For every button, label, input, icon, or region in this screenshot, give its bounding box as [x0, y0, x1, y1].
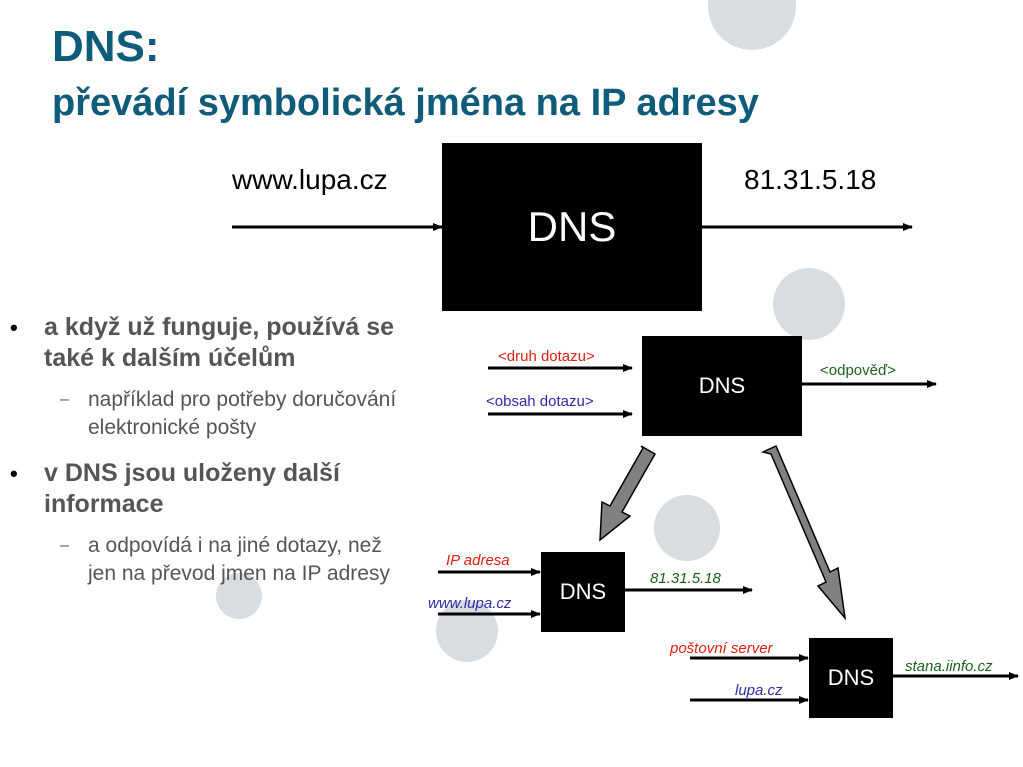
- bullet-text: a když už funguje, používá se také k dal…: [44, 313, 395, 372]
- generic-output-label: <odpověď>: [820, 362, 896, 379]
- sub-bullet-item: – a odpovídá i na jiné dotazy, než jen n…: [10, 532, 410, 588]
- sub-bullet-text: a odpovídá i na jiné dotazy, než jen na …: [88, 534, 390, 585]
- main-input-label: www.lupa.cz: [232, 164, 388, 195]
- generic-input2-label: <obsah dotazu>: [486, 393, 594, 410]
- page-title: DNS:: [52, 22, 160, 71]
- dash-icon: –: [60, 391, 69, 408]
- dns-box-main: DNS: [442, 143, 702, 311]
- sub-bullet-text: například pro potřeby doručování elektro…: [88, 388, 397, 439]
- decor-circle: [654, 495, 720, 561]
- sub-bullet-item: – například pro potřeby doručování elekt…: [10, 386, 410, 442]
- dns-box-generic-label: DNS: [698, 373, 746, 398]
- mail-input1-label: poštovní server: [670, 640, 773, 657]
- dash-icon: –: [60, 537, 69, 554]
- mail-input2-label: lupa.cz: [735, 682, 783, 699]
- main-output-label: 81.31.5.18: [744, 164, 877, 195]
- bullet-dot-icon: •: [10, 461, 18, 486]
- decor-circle: [773, 268, 845, 340]
- bullet-item: • v DNS jsou uloženy další informace: [10, 458, 410, 520]
- dns-box-ip: DNS: [541, 552, 625, 632]
- ip-input2-label: www.lupa.cz: [428, 595, 512, 612]
- bullet-list: • a když už funguje, používá se také k d…: [10, 312, 410, 588]
- dns-box-main-label: DNS: [527, 203, 617, 250]
- dns-box-mail-label: DNS: [827, 665, 875, 690]
- dns-box-ip-label: DNS: [559, 579, 607, 604]
- bullet-dot-icon: •: [10, 315, 18, 340]
- bullet-item: • a když už funguje, používá se také k d…: [10, 312, 410, 374]
- page-subtitle: převádí symbolická jména na IP adresy: [52, 82, 759, 124]
- ip-input1-label: IP adresa: [446, 552, 510, 569]
- decor-circle: [436, 600, 498, 662]
- decor-circle: [216, 573, 262, 619]
- block-arrow-right: [760, 444, 847, 621]
- dns-box-mail: DNS: [809, 638, 893, 718]
- mail-output-label: stana.iinfo.cz: [905, 658, 993, 675]
- ip-output-label: 81.31.5.18: [650, 570, 721, 587]
- block-arrow-left: [599, 445, 657, 542]
- bullet-text: v DNS jsou uloženy další informace: [44, 459, 340, 518]
- generic-input1-label: <druh dotazu>: [498, 348, 595, 365]
- dns-box-generic: DNS: [642, 336, 802, 436]
